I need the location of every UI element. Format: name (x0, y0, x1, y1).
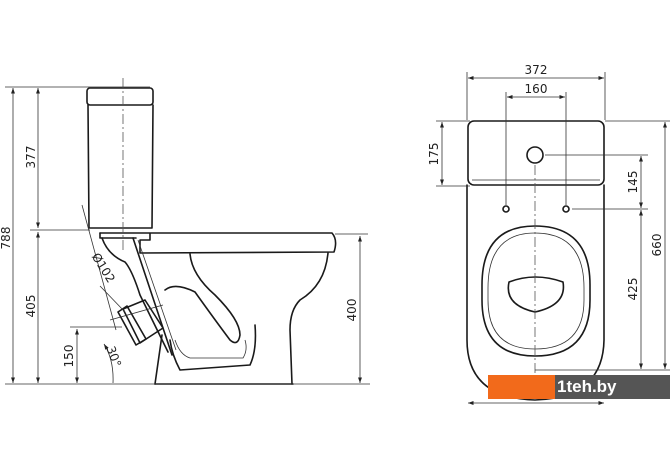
outlet-collar (117, 305, 147, 346)
watermark-orange-block (488, 375, 555, 399)
flush-pipe-edge (132, 237, 173, 356)
bowl-outline (466, 184, 605, 401)
tank-top (467, 120, 605, 186)
dim-total-length: 660 (650, 234, 664, 257)
dim-total-height: 788 (0, 227, 13, 250)
seat-bolt-left (502, 205, 510, 213)
dim-outlet-angle: 30° (104, 344, 124, 369)
tank-body (87, 104, 154, 229)
trapway-lower (169, 324, 257, 371)
trapway-inner (174, 339, 247, 359)
dim-seat-height: 405 (24, 295, 38, 318)
dim-bowl-height: 400 (345, 299, 359, 322)
seat-bolt-right (562, 205, 570, 213)
top-view: 372 160 175 145 425 660 (427, 63, 670, 405)
outlet-axis (109, 304, 164, 321)
side-view: 788 377 405 150 30° Ø102 400 (0, 78, 370, 385)
dim-bolt-spacing: 160 (525, 82, 548, 96)
watermark-text: 1teh.by (555, 375, 670, 399)
flush-button (526, 146, 544, 164)
bowl-outer (289, 252, 329, 385)
watermark: 1teh.by (488, 375, 670, 399)
diameter-leader-2 (99, 285, 126, 313)
outlet-pipe (122, 299, 164, 344)
flush-pipe-inner (137, 239, 177, 351)
seat-inner (487, 232, 585, 350)
dim-tank-height: 377 (24, 146, 38, 169)
base-back (154, 334, 163, 385)
dim-width: 372 (525, 63, 548, 77)
seat-outer (481, 225, 591, 357)
flush-pipe (101, 237, 169, 353)
bowl-opening (507, 276, 565, 313)
dim-bolts-to-front: 425 (626, 278, 640, 301)
dim-hole-to-bolts: 145 (626, 171, 640, 194)
tank-lid (86, 87, 154, 106)
angle-arc (103, 343, 114, 384)
dim-outlet-height: 150 (62, 345, 76, 368)
trapway (164, 253, 241, 344)
dim-tank-depth: 175 (427, 143, 441, 166)
rim-edge (99, 232, 137, 239)
diameter-leader (81, 204, 117, 331)
